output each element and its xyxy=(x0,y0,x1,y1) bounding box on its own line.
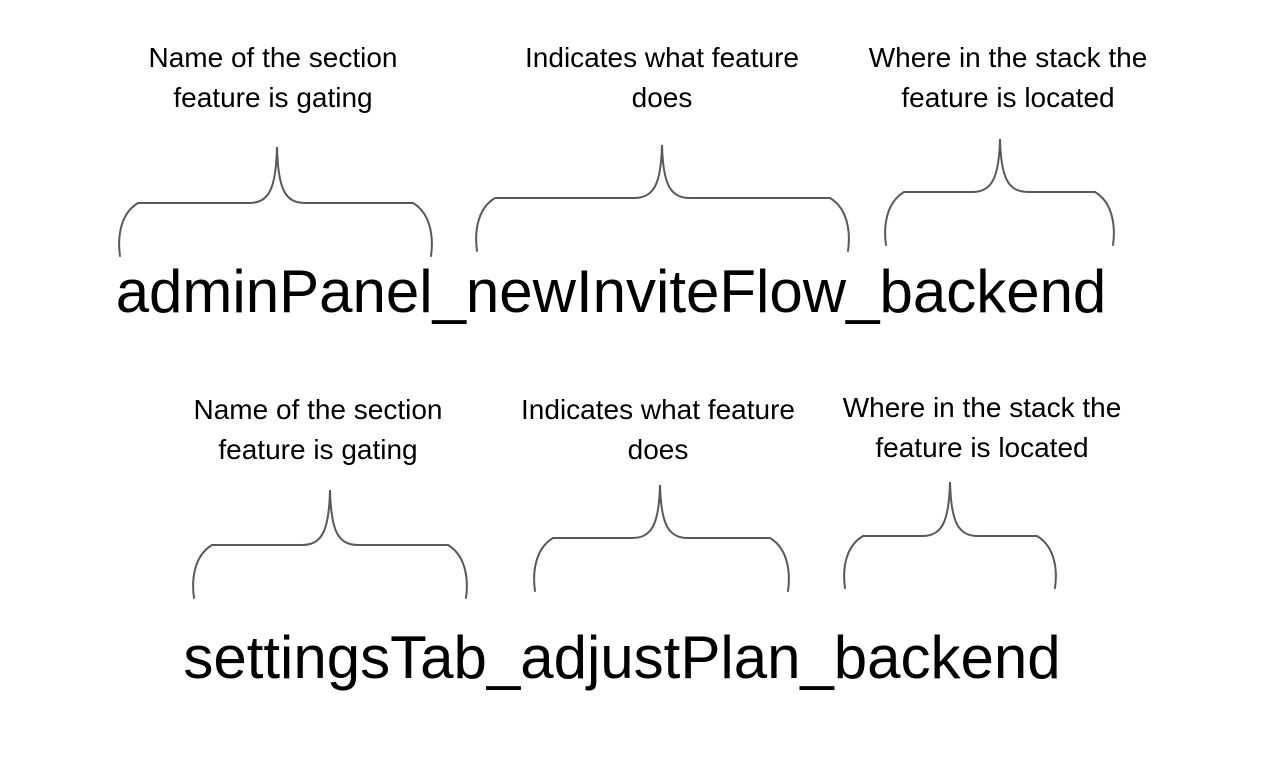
annotation-label-line: feature is located xyxy=(901,82,1115,113)
flag-name-1: adminPanel_newInviteFlow_backend xyxy=(115,258,1107,325)
brace-stack-1 xyxy=(884,138,1115,246)
brace-feature-2 xyxy=(533,484,790,592)
annotation-label-line: Indicates what feature xyxy=(521,394,795,425)
flag-name-2: settingsTab_adjustPlan_backend xyxy=(183,624,1061,691)
brace-stack-2 xyxy=(843,481,1057,589)
annotation-label-line: Where in the stack the xyxy=(868,42,1148,73)
annotation-section-label-1: Name of the section feature is gating xyxy=(148,38,397,118)
annotation-stack-label-1: Where in the stack the feature is locate… xyxy=(869,38,1148,118)
annotation-label-line: Indicates what feature xyxy=(525,42,799,73)
annotation-label-line: does xyxy=(631,82,693,113)
annotation-feature-label-2: Indicates what feature does xyxy=(521,390,795,470)
annotation-stack-label-2: Where in the stack the feature is locate… xyxy=(843,388,1122,468)
annotation-label-line: feature is gating xyxy=(173,82,373,113)
annotation-label-line: does xyxy=(627,434,689,465)
annotation-label-line: feature is gating xyxy=(218,434,418,465)
brace-feature-1 xyxy=(475,144,850,252)
annotation-section-label-2: Name of the section feature is gating xyxy=(193,390,442,470)
annotation-label-line: Name of the section xyxy=(193,394,443,425)
annotation-label-line: Where in the stack the xyxy=(842,392,1122,423)
annotation-label-line: Name of the section xyxy=(148,42,398,73)
annotation-feature-label-1: Indicates what feature does xyxy=(525,38,799,118)
brace-section-2 xyxy=(192,489,468,599)
brace-section-1 xyxy=(118,146,433,257)
annotation-label-line: feature is located xyxy=(875,432,1089,463)
